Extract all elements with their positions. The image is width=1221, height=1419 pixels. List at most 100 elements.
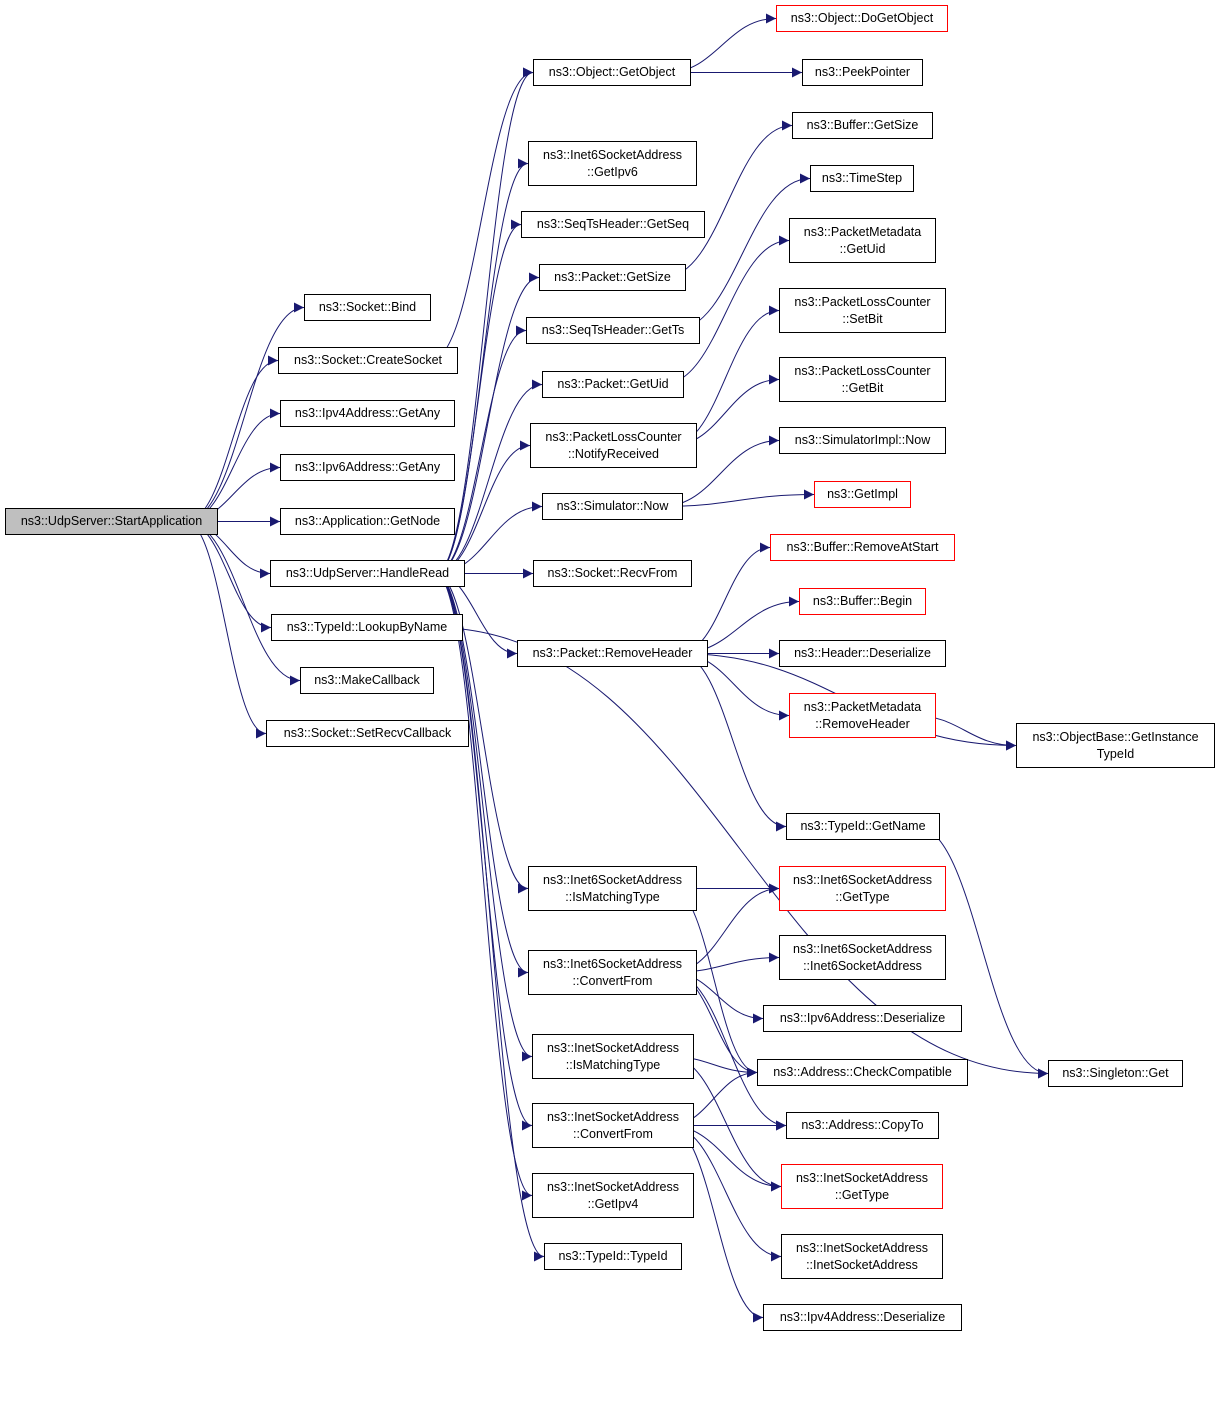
node-label-line: ns3::UdpServer::StartApplication <box>20 514 203 528</box>
edge-handleread-to-i6convfrom <box>435 573 529 978</box>
node-buffer-removeatstart[interactable]: ns3::Buffer::RemoveAtStart <box>770 534 955 561</box>
node-packet-getuid[interactable]: ns3::Packet::GetUid <box>542 371 684 398</box>
node-packetlosscounter-notifyreceived[interactable]: ns3::PacketLossCounter::NotifyReceived <box>530 423 697 468</box>
node-label-line: ns3::Ipv6Address::Deserialize <box>779 1011 946 1025</box>
node-seqtsheader-getts[interactable]: ns3::SeqTsHeader::GetTs <box>526 317 700 344</box>
node-label-line: ns3::Packet::GetSize <box>554 270 671 284</box>
node-inetsocketaddress-getipv4[interactable]: ns3::InetSocketAddress::GetIpv4 <box>532 1173 694 1218</box>
node-label-line: ::IsMatchingType <box>565 1057 661 1072</box>
node-ipv6address-getany[interactable]: ns3::Ipv6Address::GetAny <box>280 454 455 481</box>
node-label-line: ::NotifyReceived <box>567 446 659 461</box>
node-label-line: ns3::Header::Deserialize <box>794 646 931 660</box>
edge-handleread-to-getobject <box>435 67 534 574</box>
node-label-line: ::IsMatchingType <box>565 889 660 904</box>
node-peekpointer[interactable]: ns3::PeekPointer <box>802 59 923 86</box>
node-socket-createsocket[interactable]: ns3::Socket::CreateSocket <box>278 347 458 374</box>
node-label-line: ns3::MakeCallback <box>314 673 420 687</box>
node-label-line: ns3::Buffer::RemoveAtStart <box>786 540 939 554</box>
node-label-line: ns3::ObjectBase::GetInstance <box>1032 729 1199 744</box>
node-simulatorimpl-now[interactable]: ns3::SimulatorImpl::Now <box>779 427 946 454</box>
node-label-line: ::GetUid <box>839 241 886 256</box>
node-label-line: ns3::Ipv4Address::GetAny <box>294 406 441 420</box>
node-application-getnode[interactable]: ns3::Application::GetNode <box>280 508 455 535</box>
node-inetsocketaddress-ismatchingtype[interactable]: ns3::InetSocketAddress::IsMatchingType <box>532 1034 694 1079</box>
node-address-copyto[interactable]: ns3::Address::CopyTo <box>786 1112 939 1139</box>
node-socket-bind[interactable]: ns3::Socket::Bind <box>304 294 431 321</box>
node-inetsocketaddress-gettype[interactable]: ns3::InetSocketAddress::GetType <box>781 1164 943 1209</box>
node-label-line: ns3::Address::CheckCompatible <box>773 1065 952 1079</box>
node-timestep[interactable]: ns3::TimeStep <box>810 165 914 192</box>
node-packetlosscounter-setbit[interactable]: ns3::PacketLossCounter::SetBit <box>779 288 946 333</box>
node-ipv4address-getany[interactable]: ns3::Ipv4Address::GetAny <box>280 400 455 427</box>
node-singleton-get[interactable]: ns3::Singleton::Get <box>1048 1060 1183 1087</box>
node-label-line: ns3::Ipv6Address::GetAny <box>294 460 441 474</box>
node-label-line: ns3::Object::DoGetObject <box>790 11 934 25</box>
node-inet6socketaddress-getipv6[interactable]: ns3::Inet6SocketAddress::GetIpv6 <box>528 141 697 186</box>
node-label-line: ns3::InetSocketAddress <box>795 1170 929 1185</box>
node-packetmetadata-getuid[interactable]: ns3::PacketMetadata::GetUid <box>789 218 936 263</box>
node-inetsocketaddress-constructor[interactable]: ns3::InetSocketAddress::InetSocketAddres… <box>781 1234 943 1279</box>
node-udpserver-handleread[interactable]: ns3::UdpServer::HandleRead <box>270 560 465 587</box>
edge-simnow-to-getimpl <box>661 489 815 507</box>
node-label-line: ns3::Application::GetNode <box>294 514 441 528</box>
node-address-checkcompatible[interactable]: ns3::Address::CheckCompatible <box>757 1059 968 1086</box>
node-packet-removeheader[interactable]: ns3::Packet::RemoveHeader <box>517 640 708 667</box>
node-inetsocketaddress-convertfrom[interactable]: ns3::InetSocketAddress::ConvertFrom <box>532 1103 694 1148</box>
node-ipv4address-deserialize[interactable]: ns3::Ipv4Address::Deserialize <box>763 1304 962 1331</box>
node-object-getobject[interactable]: ns3::Object::GetObject <box>533 59 691 86</box>
node-label-line: ns3::Buffer::Begin <box>812 594 913 608</box>
node-inet6socketaddress-convertfrom[interactable]: ns3::Inet6SocketAddress::ConvertFrom <box>528 950 697 995</box>
node-label-line: ns3::Socket::RecvFrom <box>547 566 678 580</box>
node-label-line: ns3::PacketLossCounter <box>794 294 931 309</box>
node-label-line: ::InetSocketAddress <box>806 1257 918 1272</box>
node-label-line: ns3::Inet6SocketAddress <box>543 147 682 162</box>
node-makecallback[interactable]: ns3::MakeCallback <box>300 667 434 694</box>
node-buffer-getsize[interactable]: ns3::Buffer::GetSize <box>792 112 933 139</box>
node-object-dogetobject[interactable]: ns3::Object::DoGetObject <box>776 5 948 32</box>
node-label-line: ns3::UdpServer::HandleRead <box>285 566 450 580</box>
node-label-line: ns3::Socket::CreateSocket <box>294 353 442 367</box>
node-label-line: ns3::TimeStep <box>821 171 903 185</box>
edge-handleread-to-getseq <box>435 219 522 574</box>
node-label-line: ::RemoveHeader <box>815 716 910 731</box>
node-typeid-getname[interactable]: ns3::TypeId::GetName <box>786 813 940 840</box>
node-label-line: ns3::Buffer::GetSize <box>806 118 919 132</box>
node-simulator-now[interactable]: ns3::Simulator::Now <box>542 493 683 520</box>
edge-handleread-to-i4ismatch <box>435 573 533 1062</box>
node-label-line: ::ConvertFrom <box>573 1126 653 1141</box>
node-inet6socketaddress-gettype[interactable]: ns3::Inet6SocketAddress::GetType <box>779 866 946 911</box>
edge-createsocket-to-getobject <box>430 67 534 361</box>
node-label-line: ns3::InetSocketAddress <box>795 1240 929 1255</box>
node-label-line: ns3::PeekPointer <box>814 65 911 79</box>
node-getimpl[interactable]: ns3::GetImpl <box>814 481 911 508</box>
node-label-line: ::GetType <box>834 1187 890 1202</box>
node-label-line: ::SetBit <box>842 311 883 326</box>
node-packetlosscounter-getbit[interactable]: ns3::PacketLossCounter::GetBit <box>779 357 946 402</box>
node-buffer-begin[interactable]: ns3::Buffer::Begin <box>799 588 926 615</box>
edge-handleread-to-i6ismatch <box>435 573 529 894</box>
node-label-line: ns3::InetSocketAddress <box>546 1109 680 1124</box>
node-label-line: TypeId <box>1096 746 1135 761</box>
node-label-line: ns3::InetSocketAddress <box>546 1040 680 1055</box>
node-socket-setrecvcallback[interactable]: ns3::Socket::SetRecvCallback <box>266 720 469 747</box>
node-label-line: ns3::PacketLossCounter <box>794 363 931 378</box>
node-inet6socketaddress-ismatchingtype[interactable]: ns3::Inet6SocketAddress::IsMatchingType <box>528 866 697 911</box>
node-label-line: ns3::GetImpl <box>827 487 898 501</box>
node-label-line: ns3::Inet6SocketAddress <box>793 941 932 956</box>
node-seqtsheader-getseq[interactable]: ns3::SeqTsHeader::GetSeq <box>521 211 705 238</box>
node-label-line: ns3::SimulatorImpl::Now <box>794 433 931 447</box>
node-label-line: ::Inet6SocketAddress <box>803 958 922 973</box>
node-typeid-typeid[interactable]: ns3::TypeId::TypeId <box>544 1243 682 1270</box>
node-label-line: ns3::Packet::RemoveHeader <box>532 646 693 660</box>
node-socket-recvfrom[interactable]: ns3::Socket::RecvFrom <box>533 560 692 587</box>
node-ipv6address-deserialize[interactable]: ns3::Ipv6Address::Deserialize <box>763 1005 962 1032</box>
node-header-deserialize[interactable]: ns3::Header::Deserialize <box>779 640 946 667</box>
edge-handleread-to-tidtypeid <box>435 573 545 1262</box>
node-label-line: ns3::PacketLossCounter <box>545 429 682 444</box>
node-typeid-lookupbyname[interactable]: ns3::TypeId::LookupByName <box>271 614 463 641</box>
node-inet6socketaddress-constructor[interactable]: ns3::Inet6SocketAddress::Inet6SocketAddr… <box>779 935 946 980</box>
node-packetmetadata-removeheader[interactable]: ns3::PacketMetadata::RemoveHeader <box>789 693 936 738</box>
node-packet-getsize[interactable]: ns3::Packet::GetSize <box>539 264 686 291</box>
